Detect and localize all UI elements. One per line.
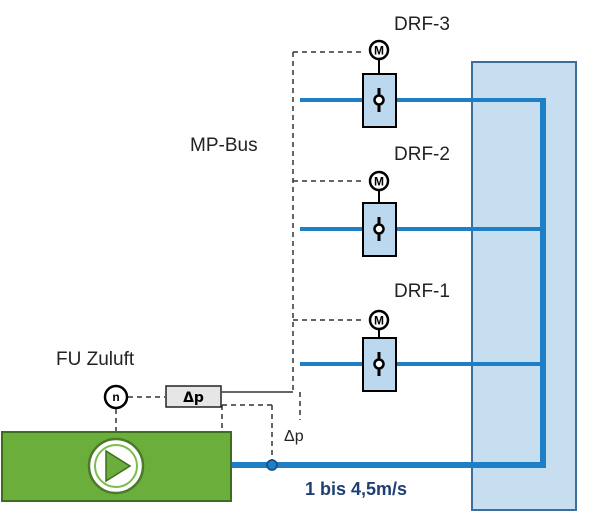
damper-label-drf-1: DRF-1 bbox=[394, 281, 450, 302]
motor-symbol: M bbox=[374, 175, 384, 189]
main-duct bbox=[232, 98, 546, 468]
mp-bus-wiring bbox=[115, 51, 365, 462]
motor-icon bbox=[368, 170, 390, 192]
supply-fan-unit bbox=[1, 431, 232, 502]
damper-drf-2: M bbox=[362, 170, 397, 257]
air-speed-label: 1 bis 4,5m/s bbox=[305, 479, 407, 499]
damper-label-drf-2: DRF-2 bbox=[394, 144, 450, 165]
dp-transmitter: Δp bbox=[165, 385, 222, 408]
pressure-tap bbox=[266, 459, 278, 471]
motor-icon bbox=[368, 39, 390, 61]
fu-zuluft-label: FU Zuluft bbox=[56, 349, 135, 370]
speed-symbol: n bbox=[112, 390, 119, 404]
motor-icon bbox=[368, 309, 390, 331]
damper-label-drf-3: DRF-3 bbox=[394, 14, 450, 35]
dp-box-label: Δp bbox=[183, 390, 204, 406]
mp-bus-label: MP-Bus bbox=[190, 135, 258, 156]
motor-symbol: M bbox=[374, 44, 384, 58]
damper-drf-3: M bbox=[362, 39, 397, 128]
motor-symbol: M bbox=[374, 314, 384, 328]
dp-sensor-label: Δp bbox=[284, 428, 304, 445]
damper-drf-1: M bbox=[362, 309, 397, 392]
play-triangle-icon bbox=[105, 449, 132, 483]
riser-shaft bbox=[471, 61, 577, 511]
speed-sensor: n bbox=[103, 384, 129, 410]
speed-icon bbox=[103, 384, 129, 410]
